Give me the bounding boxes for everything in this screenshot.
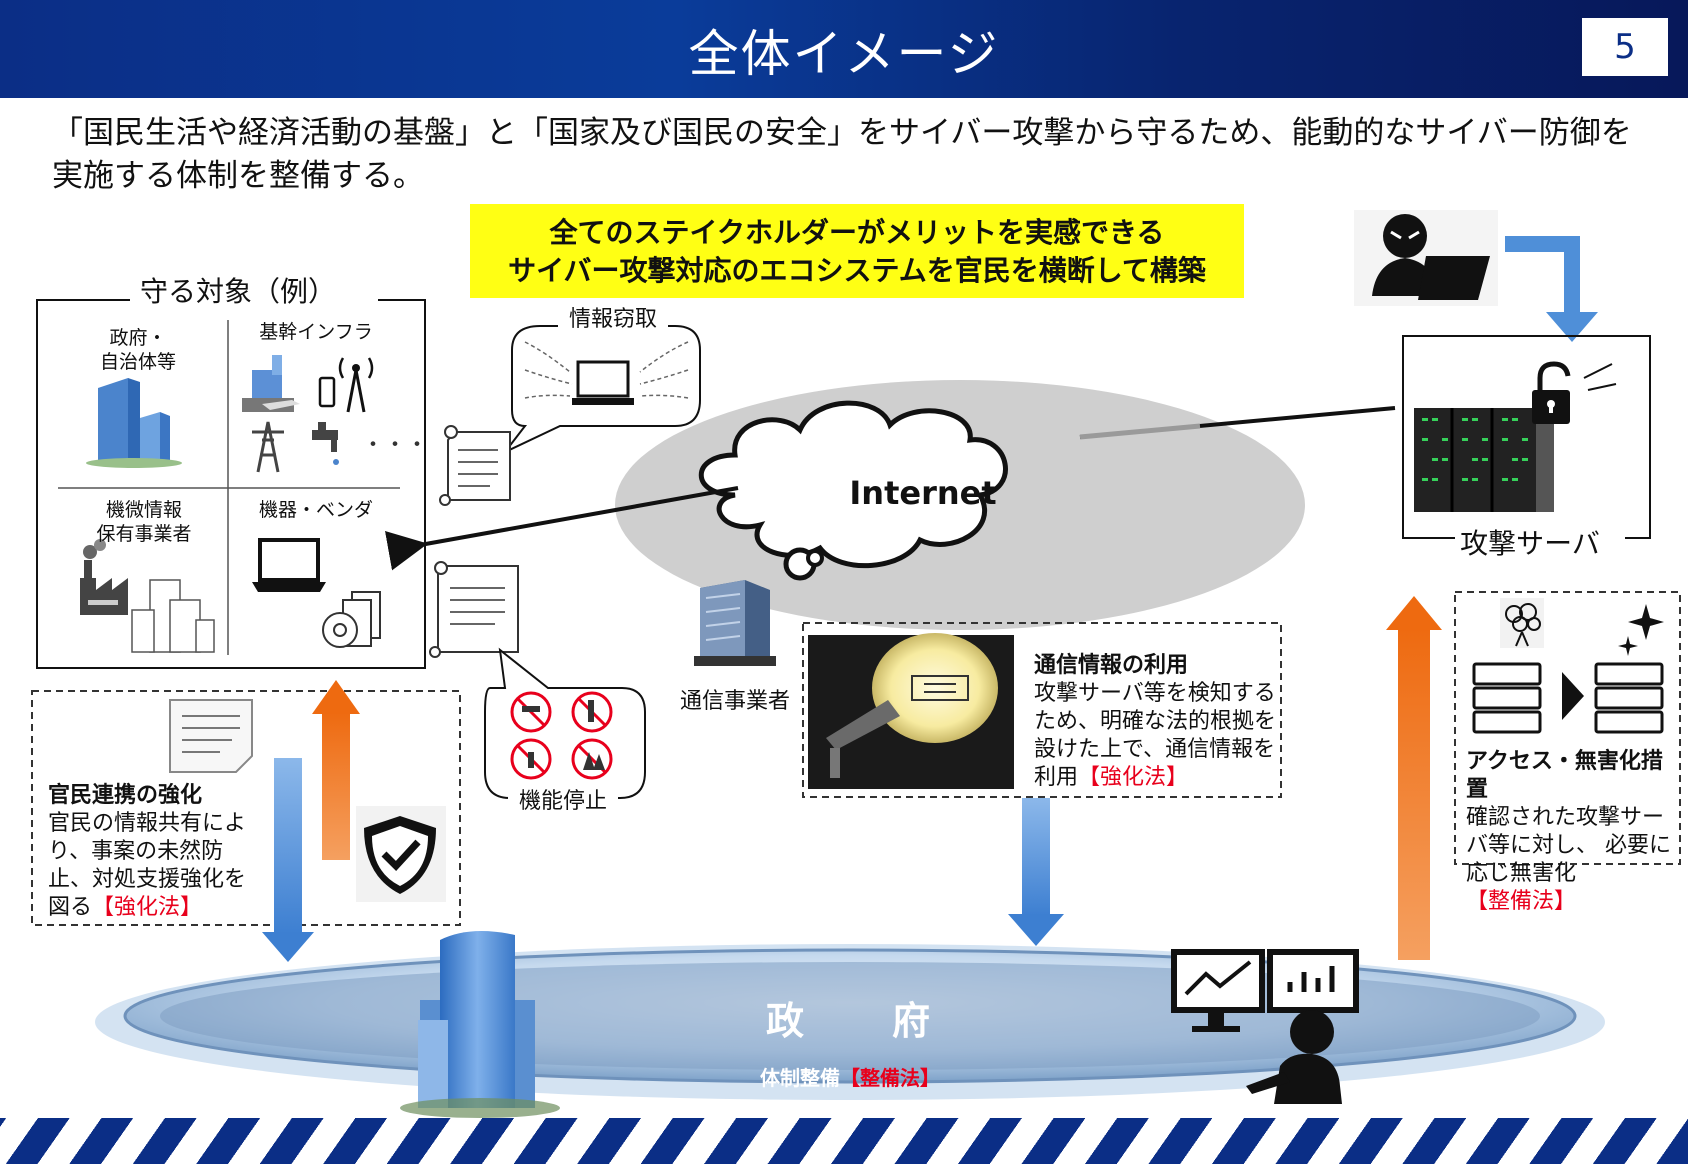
government-law: 【整備法】 — [840, 1066, 940, 1090]
office-buildings-icon — [131, 579, 215, 653]
footer-stripes — [0, 1118, 1688, 1164]
shield-check-icon — [356, 806, 446, 902]
function-stop-bubble — [484, 647, 646, 799]
public-private-body: 官民の情報共有により、事案の未然防止、対処支援強化を図る — [48, 811, 247, 920]
government-sub-text: 体制整備 — [760, 1066, 840, 1090]
info-theft-label: 情報窃取 — [558, 306, 668, 334]
government-building-icon — [400, 931, 560, 1118]
banner-line-1: 全てのステイクホルダーがメリットを実感できる — [549, 216, 1165, 249]
transform-arrow-icon — [1562, 672, 1584, 720]
public-private-text: 官民連携の強化 官民の情報共有により、事案の未然防止、対処支援強化を図る【強化法… — [48, 782, 248, 922]
info-theft-bubble — [504, 325, 701, 453]
target-government-label: 政府・ 自治体等 — [99, 327, 176, 373]
airport-icon — [242, 355, 300, 412]
intro-text: 「国民生活や経済活動の基盤」と「国家及び国民の安全」をサイバー攻撃から守るため、… — [52, 115, 1632, 194]
blue-down-arrow-left — [262, 758, 314, 962]
public-private-box — [31, 690, 461, 926]
orange-up-arrow-left — [312, 680, 360, 860]
telecom-building-icon — [694, 580, 776, 666]
banner-line-2: サイバー攻撃対応のエコシステムを官民を横断して構築 — [508, 254, 1206, 287]
function-stop-label: 機能停止 — [508, 788, 618, 816]
cell-tower-icon — [318, 357, 374, 413]
access-text: アクセス・無害化措置 確認された攻撃サーバ等に対し、 必要に応じ無害化【整備法】 — [1466, 748, 1678, 916]
target-infrastructure-label: 基幹インフラ — [259, 321, 373, 343]
orange-up-arrow-right — [1386, 596, 1442, 960]
access-body: 確認された攻撃サーバ等に対し、 必要に応じ無害化 — [1466, 805, 1671, 886]
clean-server-icon — [1594, 662, 1664, 734]
report-document-icon — [169, 699, 253, 773]
internet-area — [615, 380, 1396, 630]
software-disc-icon — [322, 591, 381, 648]
telecom-label: 通信事業者 — [679, 689, 790, 714]
attack-arrow — [384, 486, 739, 571]
access-law: 【整備法】 — [1466, 889, 1577, 914]
comm-info-text: 通信情報の利用 攻撃サーバ等を検知するため、明確な法的根拠を設けた上で、通信情報… — [1034, 652, 1279, 792]
access-box — [1454, 591, 1681, 865]
government-label: 政 府 — [765, 999, 934, 1043]
comm-info-law: 【強化法】 — [1078, 765, 1189, 790]
targets-title: 守る対象（例） — [132, 278, 345, 306]
government-buildings-icon — [86, 378, 182, 468]
page-title: 全体イメージ — [688, 25, 1000, 83]
page-number: 5 — [1582, 18, 1668, 76]
attack-server-box — [1402, 335, 1651, 539]
targets-box: ・・・ — [36, 299, 428, 669]
hacker-to-server-arrow — [1505, 236, 1598, 342]
comm-info-title: 通信情報の利用 — [1034, 653, 1189, 678]
scroll-document-icon — [429, 561, 519, 658]
comm-info-body: 攻撃サーバ等を検知するため、明確な法的根拠を設けた上で、通信情報を利用 — [1034, 681, 1277, 790]
laptop-icon — [252, 538, 326, 592]
hacker-icon — [1354, 210, 1498, 306]
server-rack-icon — [1414, 408, 1554, 512]
target-sensitive-info-label: 機微情報 保有事業者 — [96, 499, 192, 545]
cloud-icon — [698, 400, 1008, 581]
attack-server-label: 攻撃サーバ — [1455, 530, 1605, 558]
public-private-law: 【強化法】 — [92, 895, 203, 920]
government-sub: 体制整備【整備法】 — [700, 1062, 1000, 1091]
internet-label: Internet — [849, 474, 997, 512]
water-faucet-icon — [312, 422, 339, 465]
ecosystem-banner: 全てのステイクホルダーがメリットを実感できる サイバー攻撃対応のエコシステムを官… — [470, 204, 1244, 298]
target-vendor-label: 機器・ベンダ — [258, 499, 373, 521]
malware-icon — [1500, 598, 1544, 648]
server-icon — [1472, 662, 1542, 734]
unlocked-padlock-icon — [1532, 361, 1617, 424]
public-private-title: 官民連携の強化 — [48, 783, 203, 808]
power-pylon-icon — [252, 421, 284, 473]
analyst-monitors-icon — [1171, 949, 1359, 1104]
factory-icon — [80, 539, 128, 615]
header-bar — [0, 0, 1688, 98]
comm-info-box — [802, 622, 1282, 798]
blue-down-arrow-center — [1008, 798, 1064, 946]
access-title: アクセス・無害化措置 — [1466, 749, 1663, 802]
ellipsis-text: ・・・ — [362, 433, 428, 458]
sparkle-icon — [1618, 604, 1664, 656]
scroll-document-icon — [439, 425, 511, 506]
